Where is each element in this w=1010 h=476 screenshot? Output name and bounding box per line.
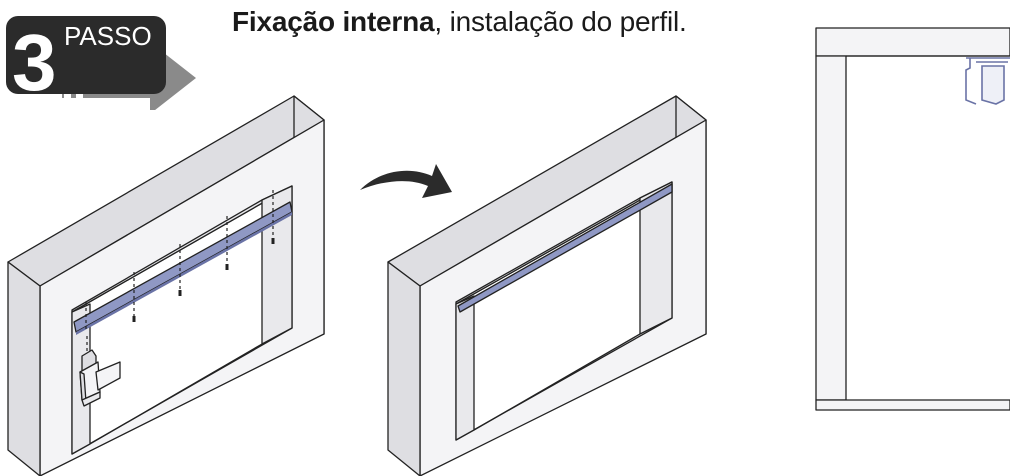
- title-rest: , instalação do perfil.: [434, 6, 687, 37]
- profile-section-icon: [965, 57, 1010, 105]
- frame-with-profile: [387, 95, 707, 476]
- title-bold: Fixação interna: [232, 6, 435, 37]
- step-number: 3: [12, 18, 57, 107]
- curved-arrow-icon: [360, 164, 452, 198]
- instruction-title: Fixação interna, instalação do perfil.: [232, 6, 687, 38]
- section-view: [815, 27, 1010, 411]
- step-badge: 3 PASSO: [6, 16, 196, 110]
- drill-icon: [79, 336, 121, 407]
- screw-markers: [85, 190, 274, 330]
- step-word: PASSO: [64, 21, 152, 51]
- badge-background: [6, 16, 166, 94]
- frame-with-drill: [7, 95, 325, 476]
